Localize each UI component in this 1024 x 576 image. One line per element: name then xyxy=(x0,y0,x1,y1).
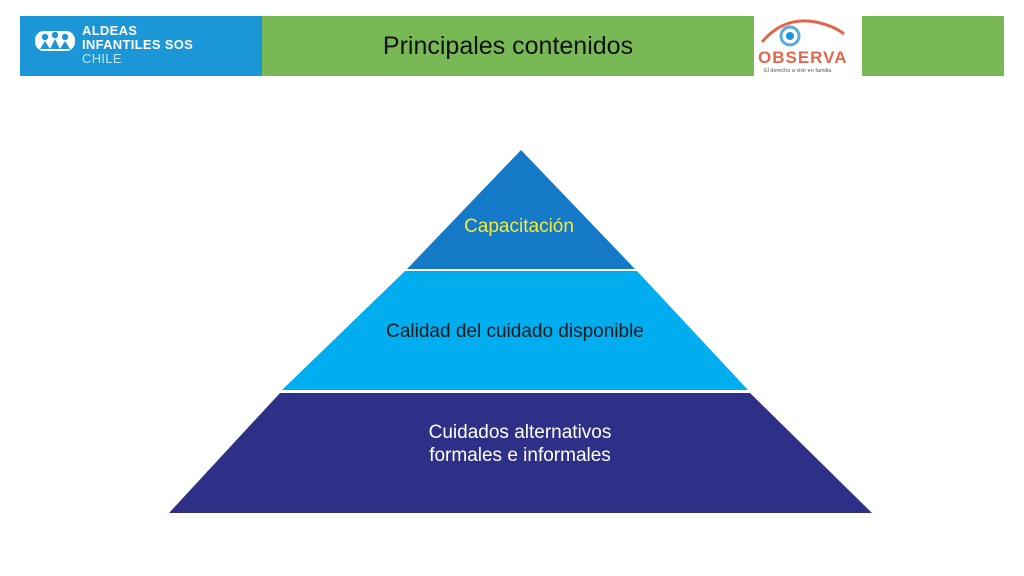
observa-logo: OBSERVA El derecho a vivir en familia xyxy=(754,16,862,76)
aldeas-infantiles-logo: ALDEAS INFANTILES SOS CHILE xyxy=(20,16,262,76)
pyramid-label-bottom-line-2: formales e informales xyxy=(429,445,611,466)
logo-line-aldeas: ALDEAS xyxy=(82,23,138,38)
pyramid-level-middle xyxy=(282,271,748,390)
page-title: Principales contenidos xyxy=(382,31,634,60)
pyramid-label-middle: Calidad del cuidado disponible xyxy=(386,321,644,342)
observa-tagline: El derecho a vivir en familia xyxy=(764,68,832,74)
pyramid-level-top xyxy=(407,150,635,269)
children-emblem-icon xyxy=(35,31,75,51)
logo-line-chile: CHILE xyxy=(82,51,122,66)
aldeas-logo-text: ALDEAS INFANTILES SOS CHILE xyxy=(82,24,193,66)
logo-line-infantiles: INFANTILES SOS xyxy=(82,37,194,52)
pyramid-label-bottom-line-1: Cuidados alternativos xyxy=(429,422,612,443)
eye-icon xyxy=(760,19,845,47)
pyramid-label-top: Capacitación xyxy=(464,216,574,237)
observa-wordmark: OBSERVA xyxy=(758,48,848,67)
pyramid-level-bottom xyxy=(169,393,872,513)
